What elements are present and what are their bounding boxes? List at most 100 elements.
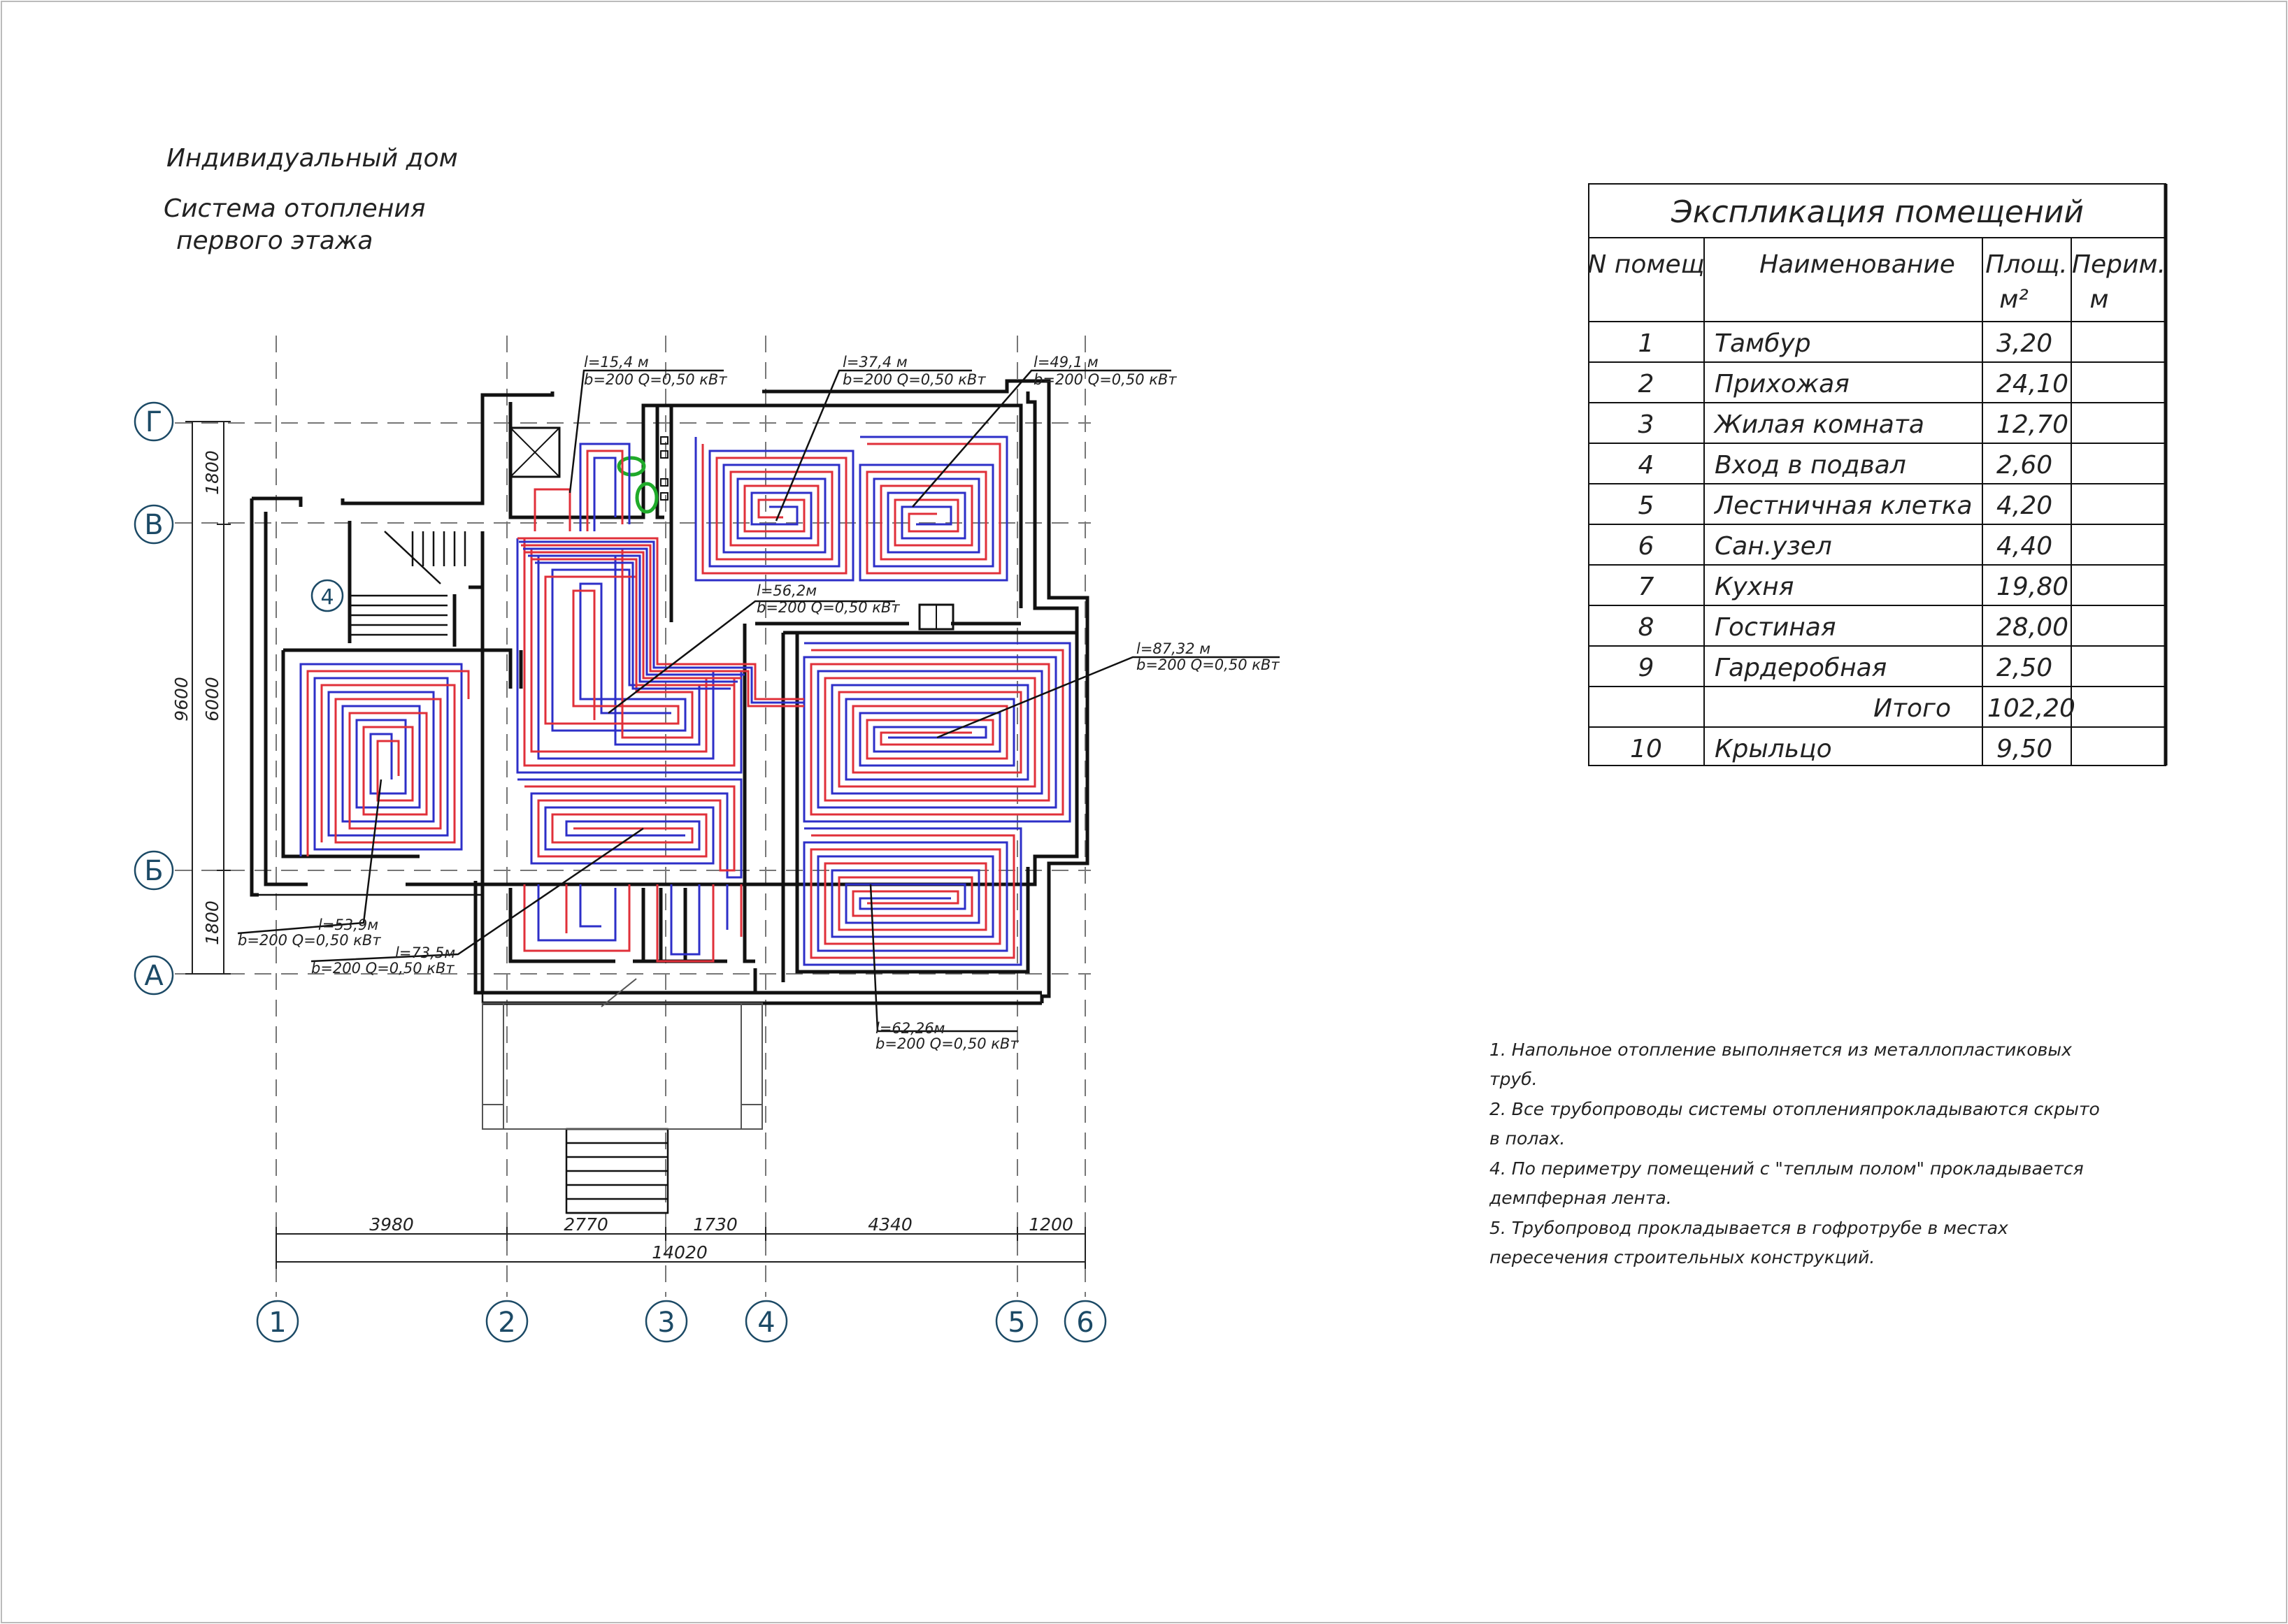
header-name: Наименование <box>1759 250 1955 279</box>
axis-marker-col-1: 1 <box>256 1300 299 1343</box>
svg-text:10: 10 <box>1630 735 1662 763</box>
porch <box>482 978 763 1130</box>
dim-2770: 2770 <box>564 1214 608 1235</box>
svg-text:5: 5 <box>1008 1307 1025 1339</box>
svg-text:Прихожая: Прихожая <box>1715 370 1850 398</box>
loop-room-right-big <box>803 642 1071 823</box>
svg-text:12,70: 12,70 <box>1996 410 2068 439</box>
loop-room-center-bottom <box>517 778 743 963</box>
svg-text:5: 5 <box>1638 491 1654 520</box>
svg-text:Кухня: Кухня <box>1715 573 1794 601</box>
axis-marker-row-a: А <box>134 955 174 996</box>
dim-total-14020: 14020 <box>652 1242 708 1263</box>
svg-text:4,40: 4,40 <box>1996 532 2052 561</box>
header-perim-2: м <box>2089 285 2108 314</box>
dim-1200: 1200 <box>1029 1214 1073 1235</box>
svg-text:2: 2 <box>498 1307 515 1339</box>
axis-marker-col-4: 4 <box>745 1300 788 1343</box>
loop-7-length: l=73,5м <box>395 944 455 961</box>
svg-text:Крыльцо: Крыльцо <box>1715 735 1832 763</box>
loop-6-length: l=53,9м <box>318 917 378 933</box>
svg-text:1: 1 <box>1638 329 1654 358</box>
svg-text:9,50: 9,50 <box>1996 735 2052 763</box>
axis-marker-col-6: 6 <box>1064 1300 1107 1343</box>
header-perim-1: Перим. <box>2072 250 2166 279</box>
loop-room-right-bottom <box>803 827 1022 966</box>
axis-grid <box>175 336 1091 1297</box>
loop-8-length: l=62,26м <box>875 1020 945 1037</box>
svg-text:6: 6 <box>1076 1307 1094 1339</box>
note-line: в полах. <box>1489 1128 1565 1149</box>
svg-text:19,80: 19,80 <box>1996 573 2068 601</box>
axis-marker-row-g: Г <box>134 401 174 442</box>
loop-1-spec: b=200 Q=0,50 кВт <box>584 371 727 388</box>
loop-5-spec: b=200 Q=0,50 кВт <box>1136 656 1280 673</box>
svg-text:Лестничная клетка: Лестничная клетка <box>1713 491 1973 520</box>
drawing-title: Индивидуальный дом Система отопления пер… <box>164 144 458 255</box>
svg-text:3: 3 <box>1638 410 1654 439</box>
svg-text:4: 4 <box>1638 451 1654 480</box>
dim-1800-top: 1800 <box>202 450 222 495</box>
loop-8-spec: b=200 Q=0,50 кВт <box>875 1035 1019 1052</box>
loop-room-left <box>299 663 470 856</box>
svg-text:Итого: Итого <box>1873 694 1951 723</box>
stairs <box>350 531 669 1214</box>
dim-1800-bottom: 1800 <box>202 900 222 945</box>
bottom-dimensions: 3980 2770 1730 4340 1200 14020 <box>276 1214 1086 1269</box>
table-row: 3 Жилая комната 12,70 <box>1638 410 2069 439</box>
dim-1730: 1730 <box>693 1214 738 1235</box>
svg-text:4,20: 4,20 <box>1996 491 2052 520</box>
svg-text:9: 9 <box>1638 654 1654 682</box>
svg-text:Сан.узел: Сан.узел <box>1715 532 1832 561</box>
svg-text:Жилая комната: Жилая комната <box>1713 410 1924 439</box>
svg-text:Б: Б <box>144 855 163 887</box>
loop-2-length: l=37,4 м <box>843 354 908 371</box>
loop-1-length: l=15,4 м <box>584 354 649 371</box>
svg-text:3,20: 3,20 <box>1996 329 2052 358</box>
axis-marker-col-3: 3 <box>645 1300 688 1343</box>
header-area-1: Площ. <box>1985 250 2067 279</box>
room-tag-4: 4 <box>310 579 344 612</box>
note-line: труб. <box>1489 1069 1538 1089</box>
note-line: 2. Все трубопроводы системы отопленияпро… <box>1489 1099 2100 1119</box>
svg-text:Гостиная: Гостиная <box>1715 613 1836 642</box>
axis-marker-row-v: В <box>134 504 174 545</box>
dim-6000: 6000 <box>202 677 222 721</box>
loop-3-length: l=49,1 м <box>1034 354 1099 371</box>
loop-2-spec: b=200 Q=0,50 кВт <box>843 371 986 388</box>
svg-text:2,60: 2,60 <box>1996 451 2052 480</box>
manifold-trunk <box>517 537 804 707</box>
row-axis-markers: Г В Б А <box>134 401 174 996</box>
loop-7-spec: b=200 Q=0,50 кВт <box>311 960 455 977</box>
header-area-2: м² <box>1999 285 2029 314</box>
drawing-notes: 1. Напольное отопление выполняется из ме… <box>1489 1040 2100 1267</box>
note-line: пересечения строительных конструкций. <box>1489 1247 1875 1267</box>
dim-9600: 9600 <box>171 677 192 721</box>
floor-heating-loops <box>299 436 1071 966</box>
loop-6-spec: b=200 Q=0,50 кВт <box>238 932 381 949</box>
svg-text:4: 4 <box>757 1307 775 1339</box>
loop-bathroom <box>534 443 631 531</box>
svg-text:24,10: 24,10 <box>1996 370 2068 398</box>
note-line: 5. Трубопровод прокладывается в гофротру… <box>1489 1218 2008 1238</box>
note-line: 1. Напольное отопление выполняется из ме… <box>1489 1040 2072 1060</box>
table-row: 5 Лестничная клетка 4,20 <box>1638 491 2053 520</box>
loop-3-spec: b=200 Q=0,50 кВт <box>1034 371 1177 388</box>
loop-5-length: l=87,32 м <box>1136 640 1210 657</box>
leader-lines <box>237 369 1280 1033</box>
axis-marker-col-2: 2 <box>485 1300 529 1343</box>
bathroom-fixtures <box>617 436 668 514</box>
title-line-2: Система отопления <box>164 194 425 223</box>
title-line-3: первого этажа <box>176 227 373 255</box>
explication-table: Экспликация помещений N помещ Наименован… <box>1587 183 2168 766</box>
svg-text:1: 1 <box>269 1307 286 1339</box>
loop-4-length: l=56,2м <box>757 582 817 599</box>
svg-text:8: 8 <box>1638 613 1654 642</box>
